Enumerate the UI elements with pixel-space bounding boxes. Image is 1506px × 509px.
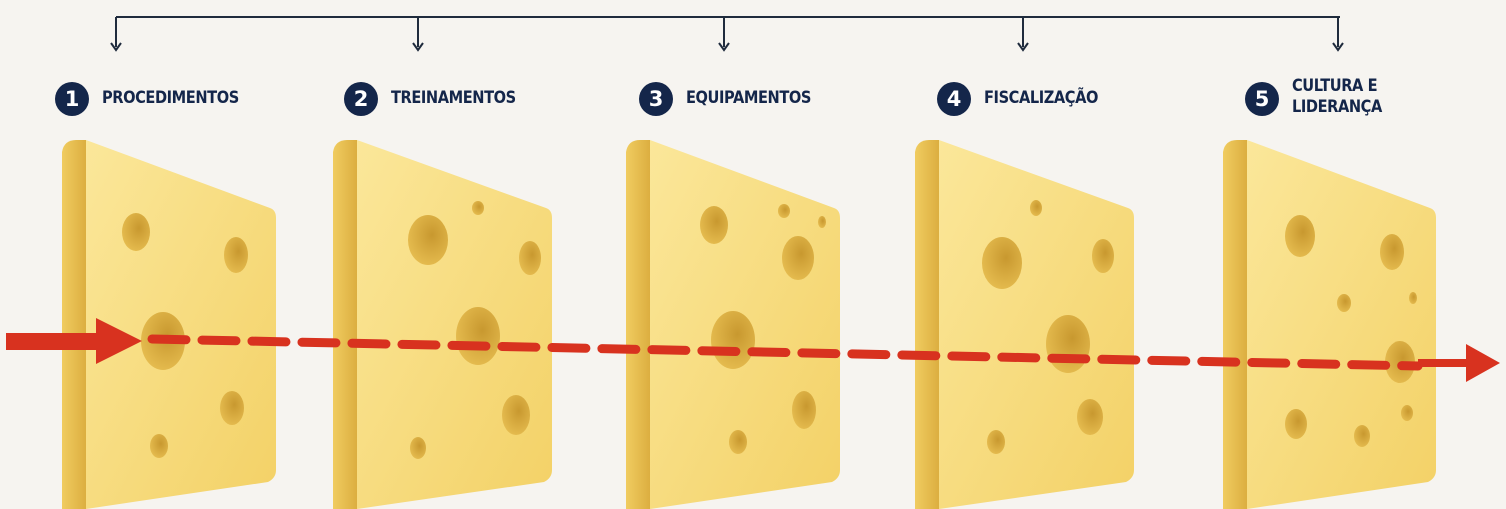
layer-4-header: 4 FISCALIZAÇÃO bbox=[937, 82, 1117, 116]
hazard-entry-arrowhead bbox=[96, 318, 142, 364]
layer-5-label: CULTURA E LIDERANÇA bbox=[1292, 76, 1382, 117]
bracket-arrowhead-3 bbox=[718, 42, 730, 52]
bracket-arrowhead-2 bbox=[412, 42, 424, 52]
layer-2-header: 2 TREINAMENTOS bbox=[344, 82, 536, 116]
layer-2-number-badge: 2 bbox=[344, 82, 378, 116]
cheese-slice-2 bbox=[333, 140, 552, 509]
layer-5-number-badge: 5 bbox=[1245, 82, 1279, 116]
hazard-trajectory bbox=[6, 318, 1500, 382]
cheese-slice-3 bbox=[626, 140, 840, 509]
layer-2-label: TREINAMENTOS bbox=[391, 88, 516, 108]
hazard-exit-arrow-shaft bbox=[1418, 359, 1470, 367]
bracket-arrowhead-4 bbox=[1017, 42, 1029, 52]
layer-4-label: FISCALIZAÇÃO bbox=[984, 88, 1098, 108]
top-bracket bbox=[110, 16, 1344, 52]
bracket-arrowhead-1 bbox=[110, 42, 122, 52]
layer-1-header: 1 PROCEDIMENTOS bbox=[55, 82, 261, 116]
cheese-slice-4 bbox=[915, 140, 1134, 509]
hazard-entry-arrow-shaft bbox=[6, 333, 102, 350]
layer-3-number-badge: 3 bbox=[639, 82, 673, 116]
bracket-arrowhead-5 bbox=[1332, 42, 1344, 52]
hazard-exit-arrowhead bbox=[1466, 344, 1500, 382]
layer-1-number-badge: 1 bbox=[55, 82, 89, 116]
layer-3-label: EQUIPAMENTOS bbox=[686, 88, 811, 108]
layer-4-number-badge: 4 bbox=[937, 82, 971, 116]
layer-3-header: 3 EQUIPAMENTOS bbox=[639, 82, 831, 116]
layer-5-header: 5 CULTURA E LIDERANÇA bbox=[1245, 76, 1397, 118]
cheese-slice-5 bbox=[1223, 140, 1436, 509]
layer-1-label: PROCEDIMENTOS bbox=[102, 88, 239, 108]
hazard-dashed-path bbox=[147, 334, 1423, 371]
cheese-slice-1 bbox=[62, 140, 276, 509]
